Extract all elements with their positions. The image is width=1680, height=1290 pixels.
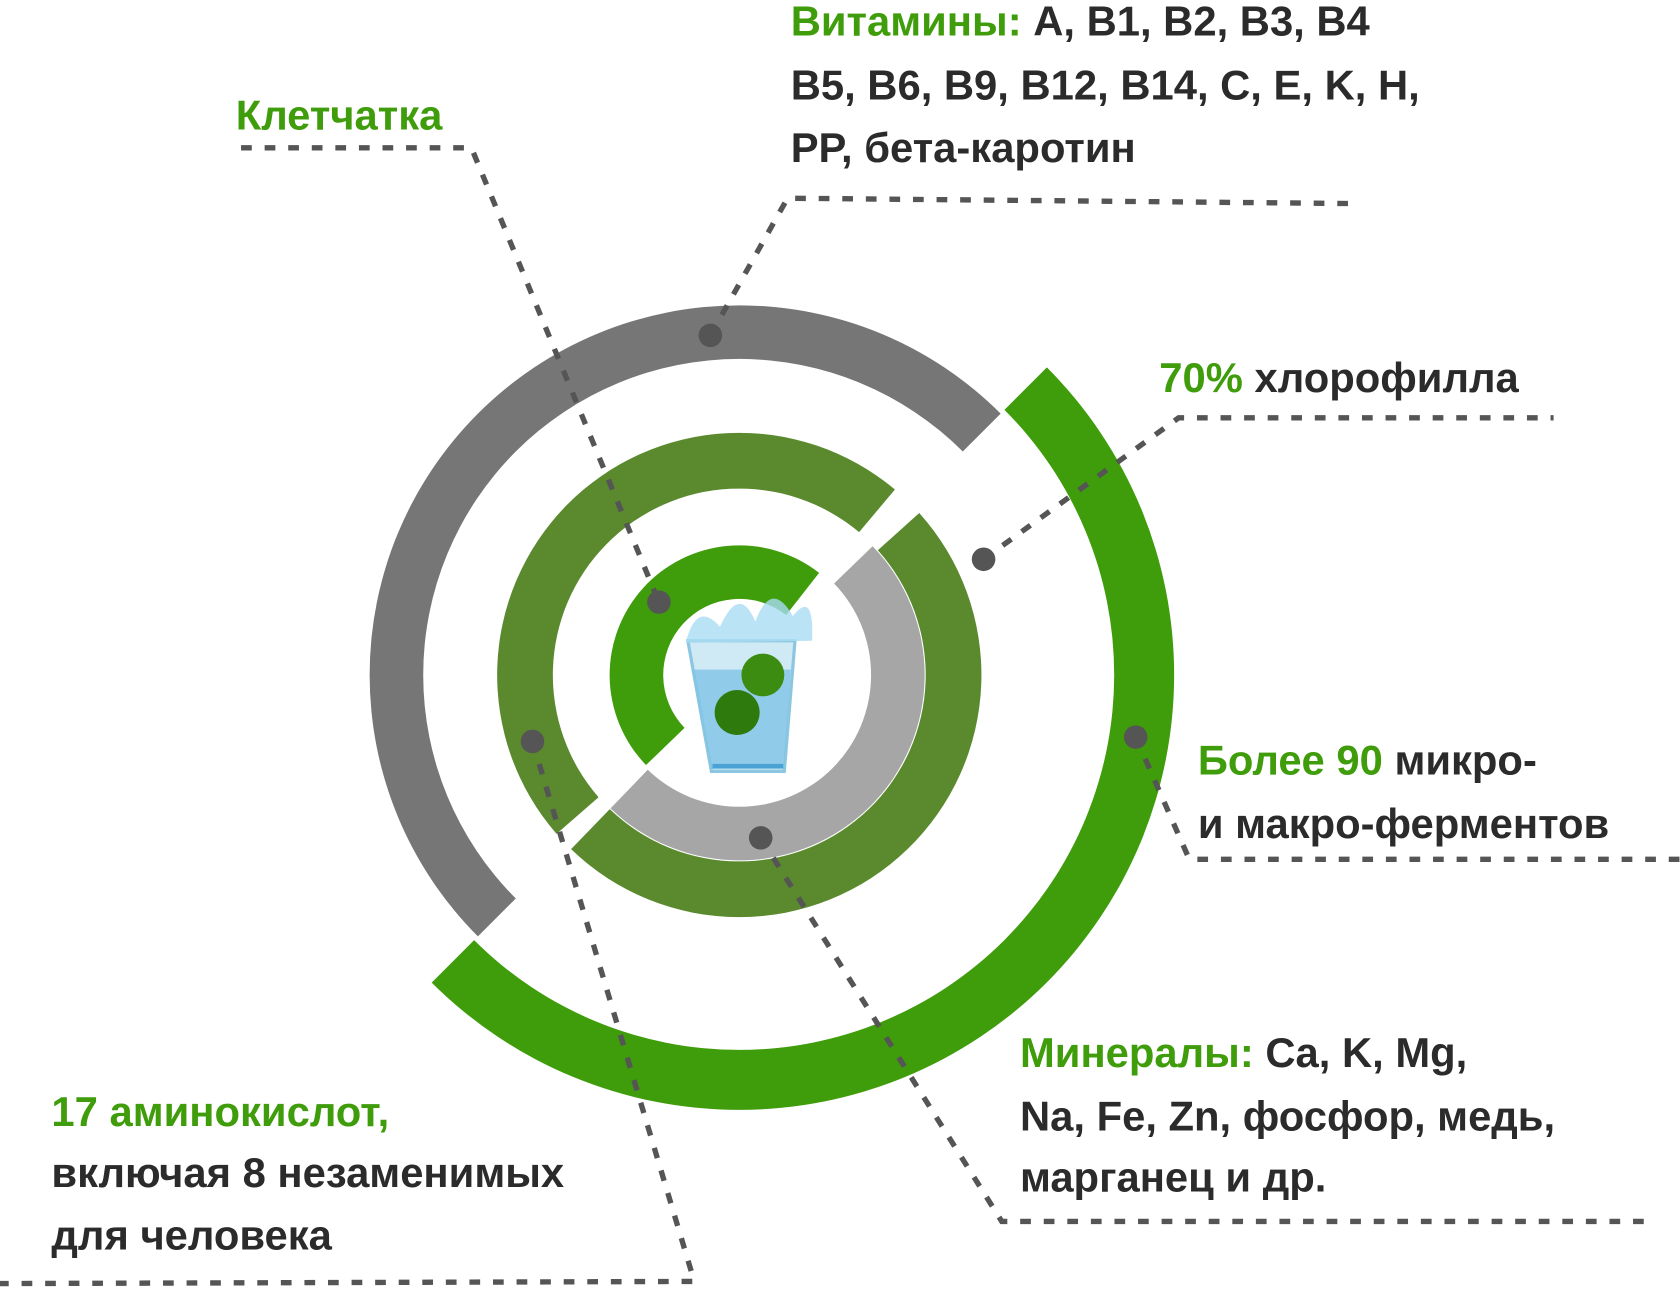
label-amino-line2: включая 8 незаменимых [51,1149,564,1196]
label-vitamins-line3: PP, бета-каротин [791,124,1136,171]
glass-icon [685,598,813,774]
label-minerals-line2: Na, Fe, Zn, фосфор, медь, [1020,1092,1555,1139]
marker-dot [748,826,773,850]
ring-middle-green-right [571,512,982,918]
marker-dot [520,729,545,754]
label-minerals-line3: марганец и др. [1020,1153,1326,1200]
leader-minerals [758,836,1645,1225]
ring-outer-green [431,367,1175,1110]
leader-fiber [241,145,662,604]
marker-dot [1123,725,1148,749]
marker-dot [971,547,996,572]
ring-outer-gray [369,305,1001,937]
label-amino: 17 аминокислот, [51,1088,389,1135]
label-minerals: Минералы: Ca, K, Mg, [1020,1029,1467,1076]
leader-amino [0,740,698,1287]
label-vitamins: Витамины: A, B1, B2, B3, B4 [791,0,1370,44]
label-chlorophyll: 70% хлорофилла [1159,354,1519,401]
leader-chlorophyll [981,415,1554,562]
ring-middle-green-left [497,432,895,834]
label-enzymes: Более 90 микро- [1198,737,1537,784]
label-enzymes-line2: и макро-ферментов [1198,800,1609,847]
ring-inner-gray [610,546,925,861]
label-amino-line3: для человека [51,1211,332,1258]
marker-dot [647,590,671,614]
label-fiber: Клетчатка [236,92,443,139]
marker-dot [698,323,723,348]
leader-vitamins [708,195,1356,337]
label-vitamins-line2: B5, B6, B9, B12, B14, C, E, K, H, [791,62,1420,109]
